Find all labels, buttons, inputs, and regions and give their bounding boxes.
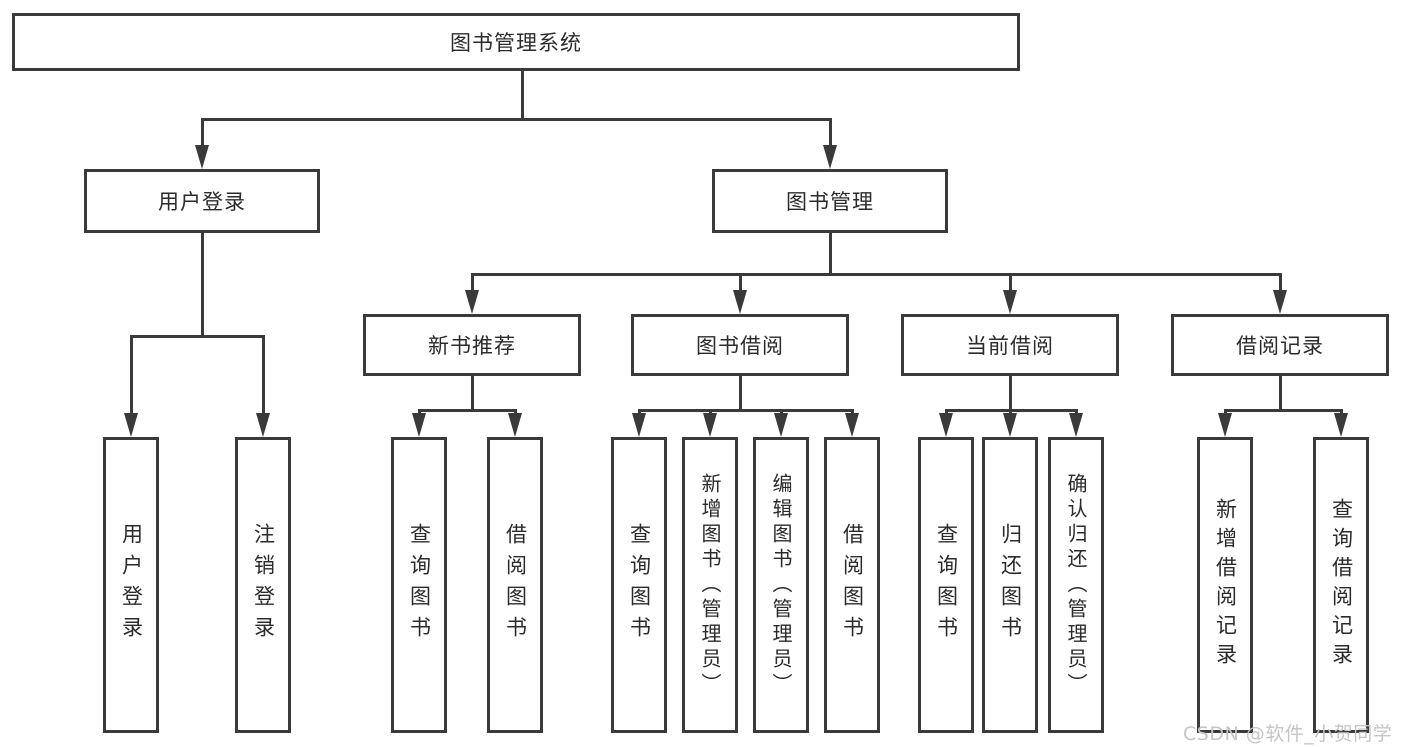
node-user-login: 用户登录 — [84, 169, 320, 233]
node-leaf-bb-query-books-label: 查询图书 — [627, 523, 652, 647]
node-leaf-bb-add-books-admin: 新增图书（管理员） — [682, 437, 738, 733]
node-root: 图书管理系统 — [12, 13, 1020, 71]
arrow-down-icon-bb-edit — [774, 413, 788, 437]
arrow-down-icon-book-borrowing — [733, 290, 747, 314]
node-leaf-bb-add-books-admin-label: 新增图书（管理员） — [698, 472, 722, 698]
connector-stem-leaf-login — [130, 335, 133, 415]
node-leaf-bb-query-books: 查询图书 — [611, 437, 667, 733]
arrow-down-icon-leaf-login — [124, 413, 138, 437]
connector-root-trunk — [521, 71, 524, 118]
arrow-down-icon-leaf-logout — [256, 413, 270, 437]
node-leaf-br-add-record-label: 新增借阅记录 — [1213, 498, 1238, 672]
connector-stem-leaf-logout — [262, 335, 265, 415]
arrow-down-icon-book-management — [823, 145, 837, 169]
node-borrowing-records-label: 借阅记录 — [1236, 334, 1324, 358]
node-leaf-rec-borrow-books-label: 借阅图书 — [503, 523, 528, 647]
arrow-down-icon-cb-confirm — [1069, 413, 1083, 437]
connector-stem-new-book-recommend — [471, 273, 474, 293]
arrow-down-icon-bb-query — [632, 413, 646, 437]
connector-level2-bar — [201, 118, 832, 121]
node-leaf-br-query-record-label: 查询借阅记录 — [1329, 498, 1354, 672]
node-leaf-bb-borrow-books: 借阅图书 — [824, 437, 880, 733]
connector-stem-current-borrowing — [1009, 273, 1012, 293]
arrow-down-icon-rec-borrow — [508, 413, 522, 437]
arrow-down-icon-new-book-recommend — [465, 290, 479, 314]
connector-current-borrowing-trunk — [1009, 376, 1012, 409]
node-book-management-label: 图书管理 — [786, 190, 874, 214]
arrow-down-icon-user-login — [195, 145, 209, 169]
node-leaf-rec-query-books-label: 查询图书 — [407, 523, 432, 647]
connector-stem-book-management — [829, 118, 832, 148]
arrow-down-icon-borrowing-records — [1273, 290, 1287, 314]
node-leaf-cb-return-books: 归还图书 — [982, 437, 1038, 733]
connector-new-book-recommend-trunk — [471, 376, 474, 409]
node-book-borrowing: 图书借阅 — [631, 314, 849, 376]
connector-new-book-recommend-bar — [418, 409, 517, 412]
node-leaf-cb-query-books: 查询图书 — [918, 437, 974, 733]
node-leaf-br-query-record: 查询借阅记录 — [1313, 437, 1369, 733]
connector-borrowing-records-bar — [1224, 409, 1343, 412]
arrow-down-icon-cb-return — [1003, 413, 1017, 437]
node-leaf-bb-edit-books-admin: 编辑图书（管理员） — [753, 437, 809, 733]
arrow-down-icon-rec-query — [412, 413, 426, 437]
arrow-down-icon-bb-add — [703, 413, 717, 437]
node-leaf-cb-confirm-return-admin-label: 确认归还（管理员） — [1064, 472, 1088, 698]
node-leaf-cb-return-books-label: 归还图书 — [998, 523, 1023, 647]
node-root-label: 图书管理系统 — [450, 31, 582, 55]
connector-borrowing-records-trunk — [1279, 376, 1282, 409]
node-leaf-cb-query-books-label: 查询图书 — [934, 523, 959, 647]
node-current-borrowing: 当前借阅 — [901, 314, 1119, 376]
csdn-watermark: CSDN @软件_小贺同学 — [1183, 723, 1393, 745]
arrow-down-icon-br-query — [1334, 413, 1348, 437]
node-leaf-user-login-label: 用户登录 — [119, 523, 144, 647]
node-leaf-rec-query-books: 查询图书 — [391, 437, 447, 733]
connector-stem-user-login — [201, 118, 204, 148]
node-current-borrowing-label: 当前借阅 — [966, 334, 1054, 358]
node-leaf-bb-edit-books-admin-label: 编辑图书（管理员） — [769, 472, 793, 698]
connector-stem-book-borrowing — [739, 273, 742, 293]
connector-stem-borrowing-records — [1279, 273, 1282, 293]
arrow-down-icon-br-add — [1218, 413, 1232, 437]
node-leaf-br-add-record: 新增借阅记录 — [1197, 437, 1253, 733]
node-book-borrowing-label: 图书借阅 — [696, 334, 784, 358]
connector-book-borrowing-trunk — [739, 376, 742, 409]
connector-book-borrowing-bar — [638, 409, 854, 412]
node-user-login-label: 用户登录 — [158, 190, 246, 214]
connector-level3-bar — [471, 273, 1282, 276]
node-book-management: 图书管理 — [712, 169, 948, 233]
node-leaf-logout: 注销登录 — [235, 437, 291, 733]
node-leaf-bb-borrow-books-label: 借阅图书 — [840, 523, 865, 647]
arrow-down-icon-bb-borrow — [845, 413, 859, 437]
connector-book-management-trunk — [829, 233, 832, 273]
node-leaf-user-login: 用户登录 — [103, 437, 159, 733]
node-borrowing-records: 借阅记录 — [1171, 314, 1389, 376]
node-leaf-rec-borrow-books: 借阅图书 — [487, 437, 543, 733]
node-new-book-recommend-label: 新书推荐 — [428, 334, 516, 358]
arrow-down-icon-current-borrowing — [1003, 290, 1017, 314]
node-new-book-recommend: 新书推荐 — [363, 314, 581, 376]
arrow-down-icon-cb-query — [939, 413, 953, 437]
connector-user-login-trunk — [201, 233, 204, 335]
node-leaf-logout-label: 注销登录 — [251, 523, 276, 647]
node-leaf-cb-confirm-return-admin: 确认归还（管理员） — [1048, 437, 1104, 733]
connector-user-login-bar — [130, 335, 265, 338]
